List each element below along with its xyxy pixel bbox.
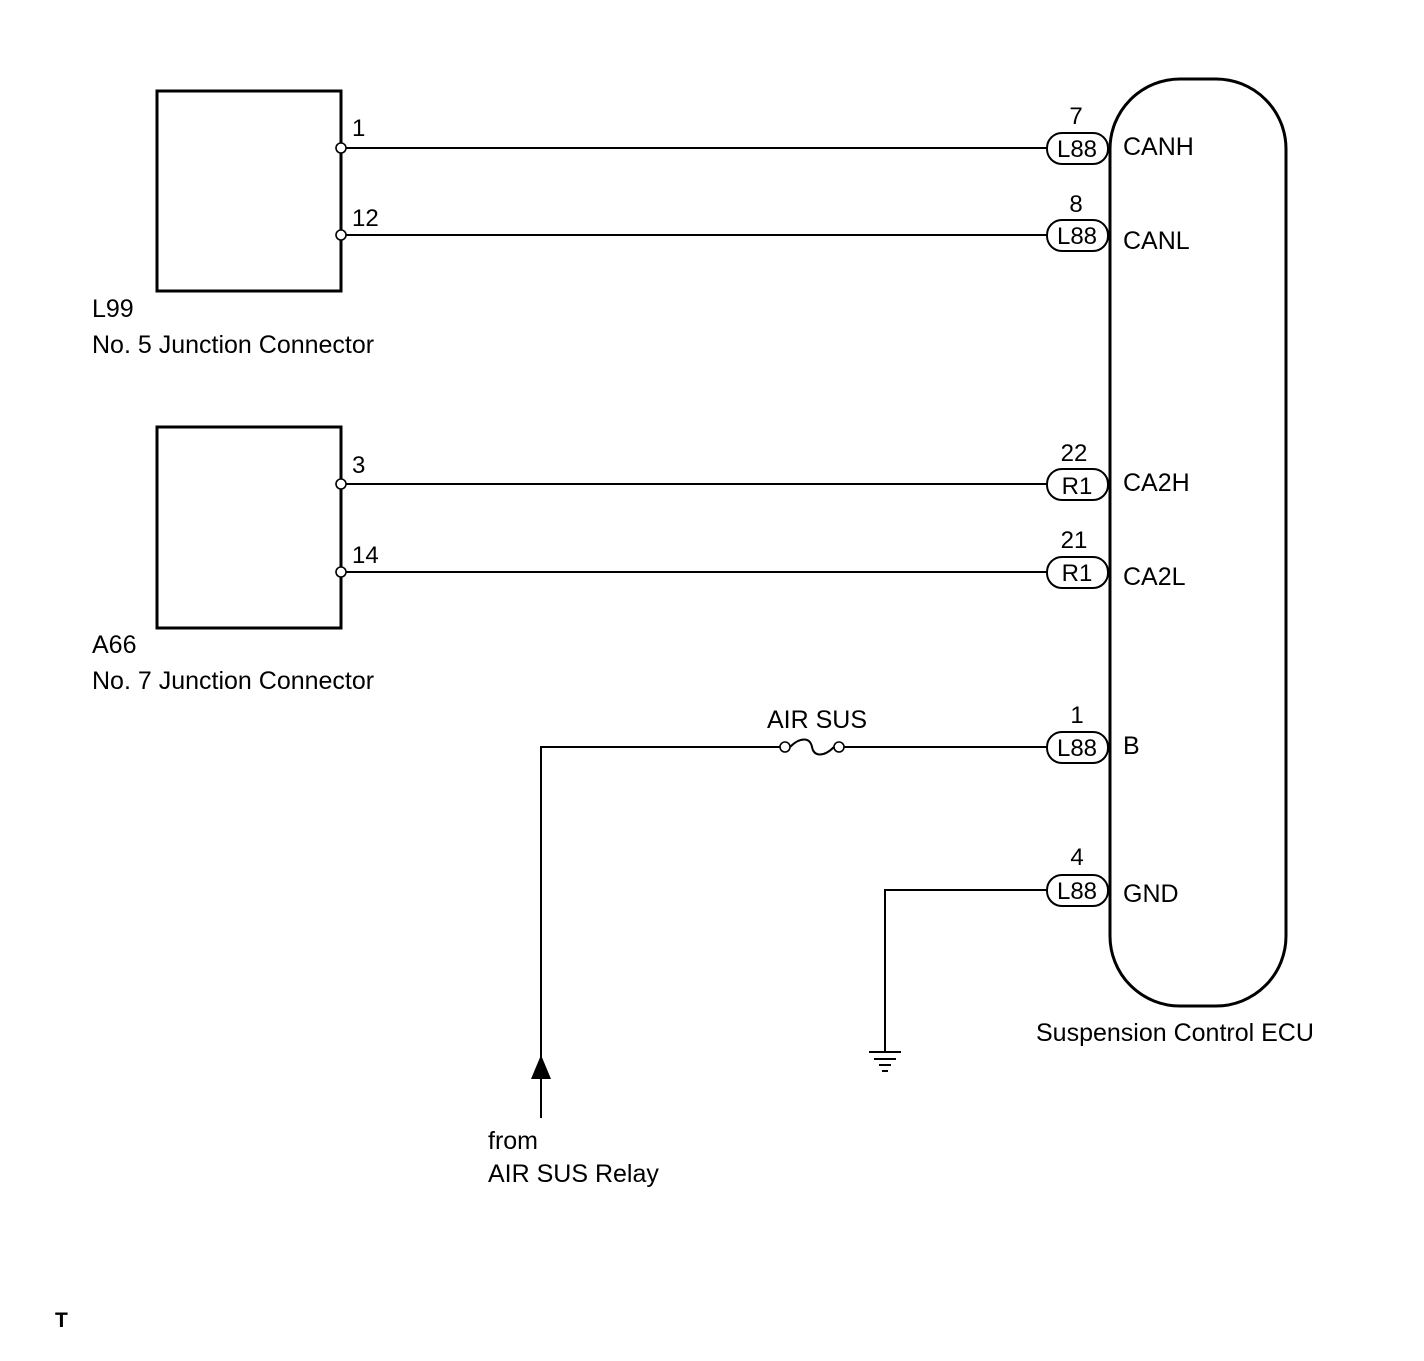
terminal-icon (335, 142, 347, 154)
ecu-name: Suspension Control ECU (1036, 1019, 1314, 1047)
terminal-icon (335, 229, 347, 241)
junction-connector-5-box (155, 89, 343, 293)
pin-number: 7 (1069, 103, 1082, 130)
connector-pill (1046, 468, 1109, 501)
ecu-pin-ca2l: 21 R1 CA2L (1046, 527, 1186, 591)
jc5-code: L99 (92, 295, 134, 323)
wires (341, 147, 1047, 1118)
arrow-up-icon (531, 1055, 551, 1079)
fuse-label: AIR SUS (767, 706, 867, 734)
ground-icon (869, 1051, 901, 1072)
source-label-line-1: from (488, 1127, 538, 1155)
connector-pill (1046, 132, 1109, 165)
fuse-terminal-icon (833, 741, 845, 753)
signal-name: CANL (1123, 227, 1190, 255)
suspension-control-ecu: Suspension Control ECU (1036, 77, 1314, 1047)
signal-name: B (1123, 732, 1140, 760)
jc5-pin-12-label: 12 (352, 205, 379, 232)
connector-code: L88 (1057, 735, 1097, 762)
connector-pill (1046, 556, 1109, 589)
footer-mark: T (55, 1309, 68, 1332)
wire-gnd (884, 889, 1047, 1051)
signal-name: CANH (1123, 133, 1194, 161)
signal-name: CA2H (1123, 469, 1190, 497)
connector-pill (1046, 219, 1109, 252)
ecu-pin-b: 1 L88 B (1046, 702, 1140, 764)
ecu-pin-canl: 8 L88 CANL (1046, 191, 1190, 255)
connector-code: L88 (1057, 878, 1097, 905)
connector-pill (1046, 731, 1109, 764)
pin-number: 8 (1069, 191, 1082, 218)
ecu-pin-gnd: 4 L88 GND (1046, 844, 1179, 908)
fuse-terminal-icon (779, 741, 791, 753)
connector-code: R1 (1062, 473, 1093, 500)
jc7-pin-14-label: 14 (352, 542, 379, 569)
fuse-icon (789, 738, 835, 756)
ecu-body (1108, 77, 1288, 1008)
connector-code: R1 (1062, 560, 1093, 587)
pin-number: 21 (1061, 527, 1088, 554)
power-source: from AIR SUS Relay (488, 1055, 659, 1188)
source-label-line-2: AIR SUS Relay (488, 1160, 659, 1188)
ecu-pin-ca2h: 22 R1 CA2H (1046, 440, 1190, 501)
wire-power-b (540, 746, 785, 1068)
jc5-name: No. 5 Junction Connector (92, 331, 374, 359)
signal-name: CA2L (1123, 563, 1186, 591)
junction-connector-7: 3 14 A66 No. 7 Junction Connector (92, 425, 379, 695)
terminal-icon (335, 566, 347, 578)
fuse-air-sus: AIR SUS (767, 706, 867, 756)
connector-code: L88 (1057, 223, 1097, 250)
junction-connector-7-box (155, 425, 343, 630)
signal-name: GND (1123, 880, 1179, 908)
jc7-name: No. 7 Junction Connector (92, 667, 374, 695)
jc5-pin-1-label: 1 (352, 115, 365, 142)
connector-pill (1046, 874, 1109, 907)
jc7-pin-3-label: 3 (352, 452, 365, 479)
ecu-pin-canh: 7 L88 CANH (1046, 103, 1194, 165)
pin-number: 4 (1070, 844, 1083, 871)
connector-code: L88 (1057, 136, 1097, 163)
junction-connector-5: 1 12 L99 No. 5 Junction Connector (92, 89, 379, 359)
pin-number: 22 (1061, 440, 1088, 467)
pin-number: 1 (1070, 702, 1083, 729)
terminals (335, 142, 347, 578)
jc7-code: A66 (92, 631, 136, 659)
terminal-icon (335, 478, 347, 490)
